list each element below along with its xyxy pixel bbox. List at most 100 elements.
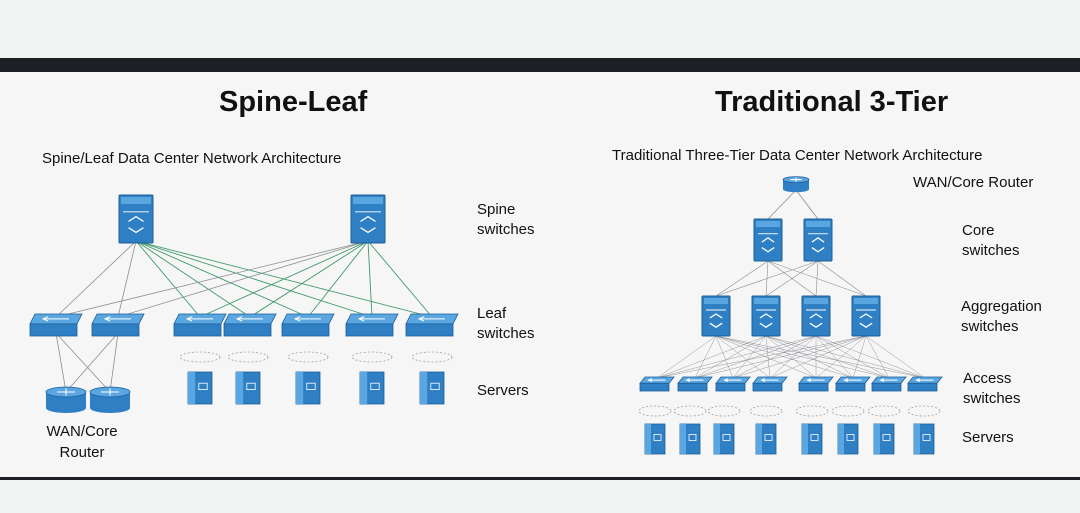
aggregation-access-link — [769, 335, 867, 379]
leaf-switch-icon — [281, 313, 335, 337]
three-tier-router-label: WAN/Core Router — [913, 174, 1034, 191]
aggregation-access-link — [815, 335, 890, 379]
aggregation-access-link — [715, 335, 817, 379]
spine-leaf-link — [135, 240, 251, 318]
access-switch-icon — [907, 376, 943, 392]
server-icon — [913, 423, 935, 455]
aggregation-access-link — [865, 335, 890, 379]
server-icon — [295, 371, 321, 405]
aggregation-access-link — [694, 335, 867, 379]
server-group-ellipse — [227, 351, 269, 363]
aggregation-access-link — [769, 335, 817, 379]
core-aggregation-link — [815, 260, 819, 297]
leaf-router-link — [55, 332, 111, 393]
aggregation-access-link — [694, 335, 717, 379]
server-icon — [713, 423, 735, 455]
aggregation-access-link — [815, 335, 854, 379]
three-tier-title: Traditional 3-Tier — [715, 86, 949, 118]
spine-leaf-link — [367, 240, 373, 318]
aggregation-access-link — [765, 335, 890, 379]
aggregation-access-link — [765, 335, 817, 379]
server-group-ellipse — [287, 351, 329, 363]
leaf-switch-icon — [173, 313, 227, 337]
spine-switches-label: Spine switches — [477, 200, 535, 240]
aggregation-access-link — [765, 335, 854, 379]
router-core-link — [795, 189, 819, 220]
aggregation-switch-icon — [851, 295, 881, 337]
server-group-ellipse — [707, 405, 741, 417]
access-switch-icon — [798, 376, 834, 392]
aggregation-access-link — [815, 335, 867, 379]
aggregation-access-link — [865, 335, 926, 379]
spine-leaf-router-label: WAN/Core Router — [26, 421, 138, 463]
aggregation-label-line1: Aggregation — [961, 298, 1042, 315]
server-icon — [359, 371, 385, 405]
aggregation-label-line2: switches — [961, 318, 1019, 335]
aggregation-access-link — [732, 335, 767, 379]
leaf-switch-icon — [223, 313, 277, 337]
leaf-label-line1: Leaf — [477, 305, 507, 322]
server-group-ellipse — [749, 405, 783, 417]
core-aggregation-link — [715, 260, 819, 297]
core-switches-label: Core switches — [962, 221, 1020, 261]
access-switch-icon — [871, 376, 907, 392]
aggregation-access-link — [852, 335, 867, 379]
spine-leaf-link — [135, 240, 201, 318]
server-group-ellipse — [831, 405, 865, 417]
access-switch-icon — [835, 376, 871, 392]
spine-leaf-link — [55, 240, 137, 318]
leaf-switches-label: Leaf switches — [477, 304, 535, 344]
three-tier-servers-label: Servers — [962, 429, 1014, 446]
aggregation-access-link — [715, 335, 734, 379]
router-label-line2: Router — [59, 444, 105, 461]
server-group-ellipse — [179, 351, 221, 363]
spine-leaf-link — [55, 240, 369, 318]
core-label-line1: Core — [962, 222, 995, 239]
spine-leaf-link — [117, 240, 369, 318]
spine-leaf-link — [135, 240, 373, 318]
server-icon — [837, 423, 859, 455]
spine-label-line1: Spine — [477, 201, 516, 218]
leaf-switch-icon — [91, 313, 145, 337]
server-icon — [235, 371, 261, 405]
core-label-line2: switches — [962, 242, 1020, 259]
aggregation-access-link — [765, 335, 771, 379]
aggregation-access-link — [656, 335, 717, 379]
aggregation-access-link — [732, 335, 817, 379]
devices-layer — [29, 176, 943, 455]
aggregation-access-link — [656, 335, 767, 379]
aggregation-access-link — [715, 335, 771, 379]
spine-leaf-link — [117, 240, 137, 318]
server-group-ellipse — [638, 405, 672, 417]
core-aggregation-link — [715, 260, 769, 297]
server-icon — [873, 423, 895, 455]
router-core-link — [767, 189, 797, 220]
bottom-divider-bar — [0, 477, 1080, 480]
aggregation-access-link — [715, 335, 890, 379]
server-icon — [644, 423, 666, 455]
access-switch-icon — [639, 376, 675, 392]
spine-leaf-link — [135, 240, 309, 318]
leaf-router-link — [109, 332, 119, 393]
links-layer — [55, 189, 926, 393]
core-aggregation-link — [817, 260, 867, 297]
access-switch-icon — [677, 376, 713, 392]
core-aggregation-link — [765, 260, 819, 297]
top-divider-bar — [0, 58, 1080, 72]
aggregation-access-link — [694, 335, 817, 379]
spine-leaf-title: Spine-Leaf — [219, 86, 368, 118]
aggregation-switch-icon — [701, 295, 731, 337]
server-icon — [419, 371, 445, 405]
spine-switch-icon — [350, 194, 386, 244]
leaf-router-link — [55, 332, 67, 393]
three-tier-router-icon — [782, 176, 810, 193]
leaf-switch-icon — [345, 313, 399, 337]
spine-leaf-servers-label: Servers — [477, 382, 529, 399]
router-label-line1: WAN/Core — [46, 423, 118, 440]
spine-leaf-link — [199, 240, 369, 318]
server-group-ellipse — [673, 405, 707, 417]
aggregation-access-link — [765, 335, 926, 379]
spine-switch-icon — [118, 194, 154, 244]
aggregation-switches-label: Aggregation switches — [961, 297, 1042, 337]
